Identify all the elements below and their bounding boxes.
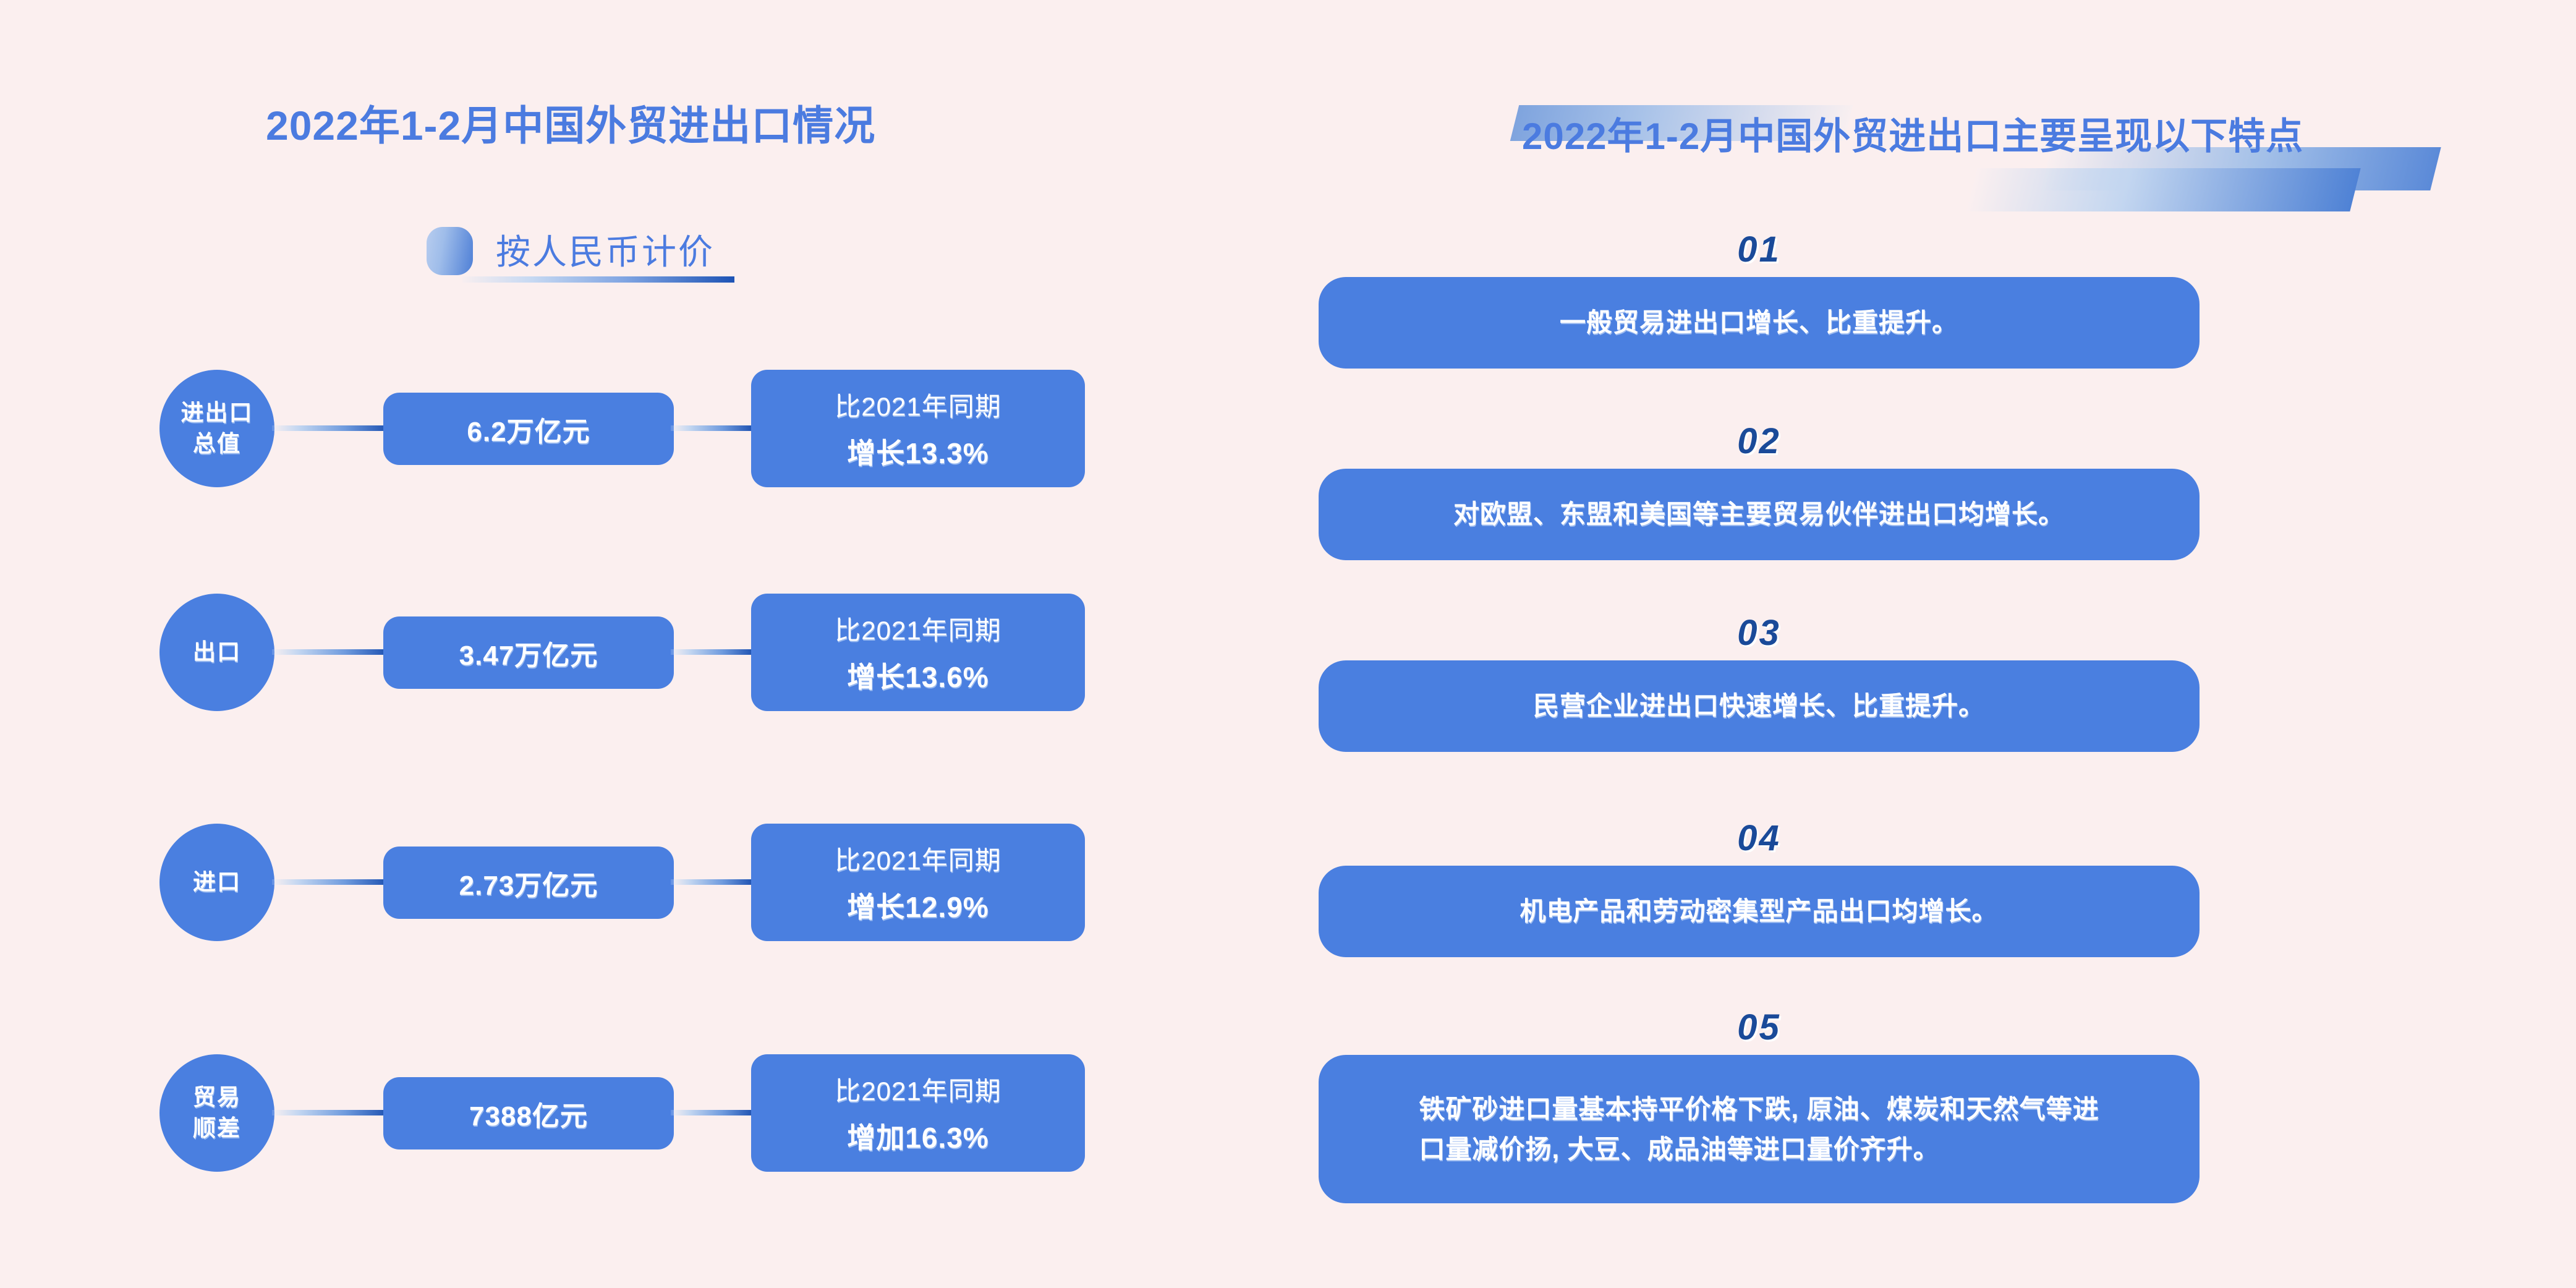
feature-text-line1: 铁矿砂进口量基本持平价格下跌, 原油、煤炭和天然气等进 bbox=[1419, 1094, 2099, 1124]
row-value-box: 6.2万亿元 bbox=[383, 393, 674, 465]
feature-card[interactable]: 民营企业进出口快速增长、比重提升。 bbox=[1319, 660, 2200, 752]
row-value-box: 3.47万亿元 bbox=[383, 616, 674, 689]
connector-line-left bbox=[272, 649, 389, 655]
connector-line-left bbox=[272, 1110, 389, 1115]
feature-text: 机电产品和劳动密集型产品出口均增长。 bbox=[1520, 897, 1999, 926]
feature-number: 03 bbox=[1737, 613, 1781, 653]
row-delta-bottom: 增长13.3% bbox=[847, 437, 989, 469]
feature-number: 01 bbox=[1737, 229, 1781, 270]
feature-number: 05 bbox=[1737, 1007, 1781, 1047]
feature-text: 民营企业进出口快速增长、比重提升。 bbox=[1532, 691, 1985, 721]
data-row: 进口 2.73万亿元 比2021年同期 增长12.9% bbox=[0, 824, 1286, 947]
row-delta-box: 比2021年同期 增长13.6% bbox=[751, 594, 1085, 711]
row-label-line1: 出口 bbox=[193, 639, 241, 665]
connector-line-right bbox=[671, 649, 754, 655]
feature-number: 02 bbox=[1737, 421, 1781, 461]
feature-card[interactable]: 机电产品和劳动密集型产品出口均增长。 bbox=[1319, 866, 2200, 957]
left-panel: 2022年1-2月中国外贸进出口情况 按人民币计价 进出口 总值 6.2万亿元 … bbox=[0, 0, 1286, 1288]
right-header-title: 2022年1-2月中国外贸进出口主要呈现以下特点 bbox=[1522, 116, 2304, 157]
row-label-badge: 进出口 总值 bbox=[159, 370, 274, 487]
feature-text: 对欧盟、东盟和美国等主要贸易伙伴进出口均增长。 bbox=[1453, 500, 2065, 529]
right-header: 2022年1-2月中国外贸进出口主要呈现以下特点 bbox=[1286, 74, 2576, 211]
data-row: 贸易 顺差 7388亿元 比2021年同期 增加16.3% bbox=[0, 1054, 1286, 1178]
feature-text: 一般贸易进出口增长、比重提升。 bbox=[1559, 308, 1958, 338]
feature-number: 04 bbox=[1737, 818, 1781, 858]
row-delta-top: 比2021年同期 bbox=[835, 1076, 1001, 1106]
feature-card[interactable]: 一般贸易进出口增长、比重提升。 bbox=[1319, 277, 2200, 369]
row-delta-box: 比2021年同期 增长13.3% bbox=[751, 370, 1085, 487]
row-delta-box: 比2021年同期 增长12.9% bbox=[751, 824, 1085, 941]
subtitle-label: 按人民币计价 bbox=[496, 232, 715, 271]
subtitle-underline bbox=[462, 276, 734, 283]
subtitle-block: 按人民币计价 bbox=[427, 220, 773, 283]
row-delta-box: 比2021年同期 增加16.3% bbox=[751, 1054, 1085, 1172]
connector-line-left bbox=[272, 425, 389, 431]
row-label-line1: 贸易 bbox=[193, 1085, 241, 1111]
row-label-badge: 贸易 顺差 bbox=[159, 1054, 274, 1172]
feature-card[interactable]: 对欧盟、东盟和美国等主要贸易伙伴进出口均增长。 bbox=[1319, 469, 2200, 560]
connector-line-left bbox=[272, 879, 389, 885]
page-title: 2022年1-2月中国外贸进出口情况 bbox=[266, 103, 876, 148]
data-row: 进出口 总值 6.2万亿元 比2021年同期 增长13.3% bbox=[0, 370, 1286, 493]
row-label-badge: 出口 bbox=[159, 594, 274, 711]
row-delta-top: 比2021年同期 bbox=[835, 845, 1001, 875]
row-delta-top: 比2021年同期 bbox=[835, 391, 1001, 421]
header-band-bottom-right-front bbox=[1966, 168, 2361, 211]
connector-line-right bbox=[671, 879, 754, 885]
connector-line-right bbox=[671, 425, 754, 431]
row-value-box: 2.73万亿元 bbox=[383, 847, 674, 919]
pill-marker-icon bbox=[427, 227, 473, 275]
feature-text: 铁矿砂进口量基本持平价格下跌, 原油、煤炭和天然气等进 口量减价扬, 大豆、成品… bbox=[1419, 1089, 2099, 1169]
row-delta-bottom: 增加16.3% bbox=[847, 1121, 989, 1154]
data-row: 出口 3.47万亿元 比2021年同期 增长13.6% bbox=[0, 594, 1286, 717]
row-label-line2: 总值 bbox=[193, 431, 241, 456]
feature-card[interactable]: 铁矿砂进口量基本持平价格下跌, 原油、煤炭和天然气等进 口量减价扬, 大豆、成品… bbox=[1319, 1055, 2200, 1203]
row-delta-bottom: 增长12.9% bbox=[847, 890, 989, 923]
row-value-box: 7388亿元 bbox=[383, 1077, 674, 1149]
connector-line-right bbox=[671, 1110, 754, 1115]
row-delta-top: 比2021年同期 bbox=[835, 615, 1001, 645]
row-label-line2: 顺差 bbox=[193, 1115, 241, 1141]
row-delta-bottom: 增长13.6% bbox=[847, 660, 989, 693]
right-panel: 2022年1-2月中国外贸进出口主要呈现以下特点 01 一般贸易进出口增长、比重… bbox=[1286, 0, 2576, 1288]
row-label-line1: 进出口 bbox=[181, 400, 253, 426]
row-label-badge: 进口 bbox=[159, 824, 274, 941]
feature-text-line2: 口量减价扬, 大豆、成品油等进口量价齐升。 bbox=[1419, 1135, 1940, 1164]
row-label-line1: 进口 bbox=[193, 869, 241, 895]
